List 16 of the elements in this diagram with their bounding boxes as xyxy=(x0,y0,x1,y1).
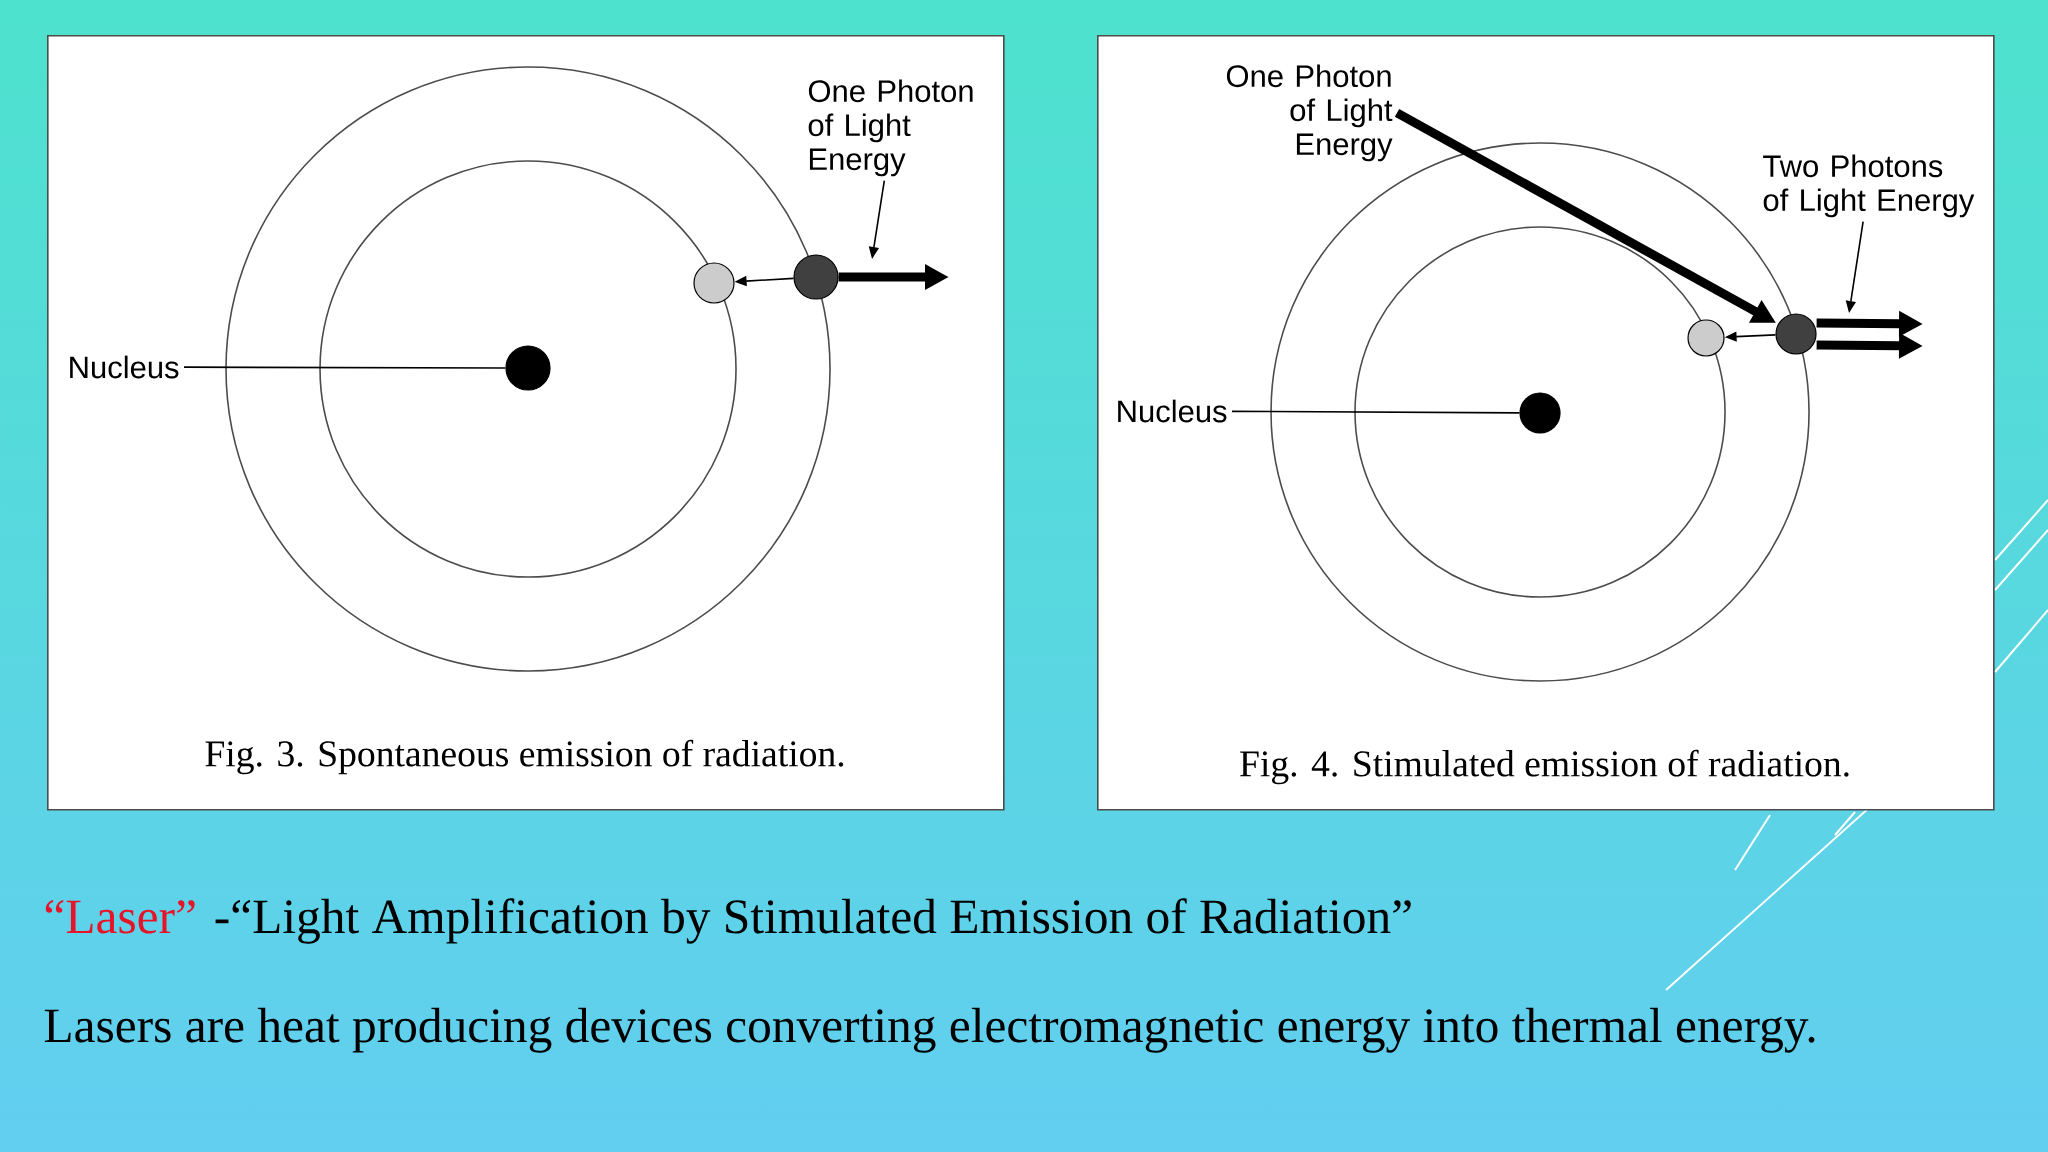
electron xyxy=(1775,313,1817,355)
electron xyxy=(693,262,735,304)
nucleus-dot xyxy=(1519,392,1561,434)
text-label: One Photon of Light Energy xyxy=(1226,64,1393,162)
title-text: -“Light Amplification by Stimulated Emission of Radiation” xyxy=(215,898,1411,944)
title-text: “Laser” xyxy=(45,900,195,934)
body-text: Lasers are heat producing devices converting electromagnetic energy into thermal energy. xyxy=(44,1007,1815,1053)
electron xyxy=(793,254,839,300)
text-label: One Photon of Light Energy xyxy=(808,79,973,177)
electron xyxy=(1687,319,1725,357)
text-label: Nucleus xyxy=(70,355,179,379)
text-label: Nucleus xyxy=(1118,399,1227,423)
text-label: Two Photons of Light Energy xyxy=(1763,154,1975,218)
leader-line xyxy=(183,366,507,369)
nucleus-dot xyxy=(505,345,551,391)
leader-line xyxy=(1231,410,1521,414)
